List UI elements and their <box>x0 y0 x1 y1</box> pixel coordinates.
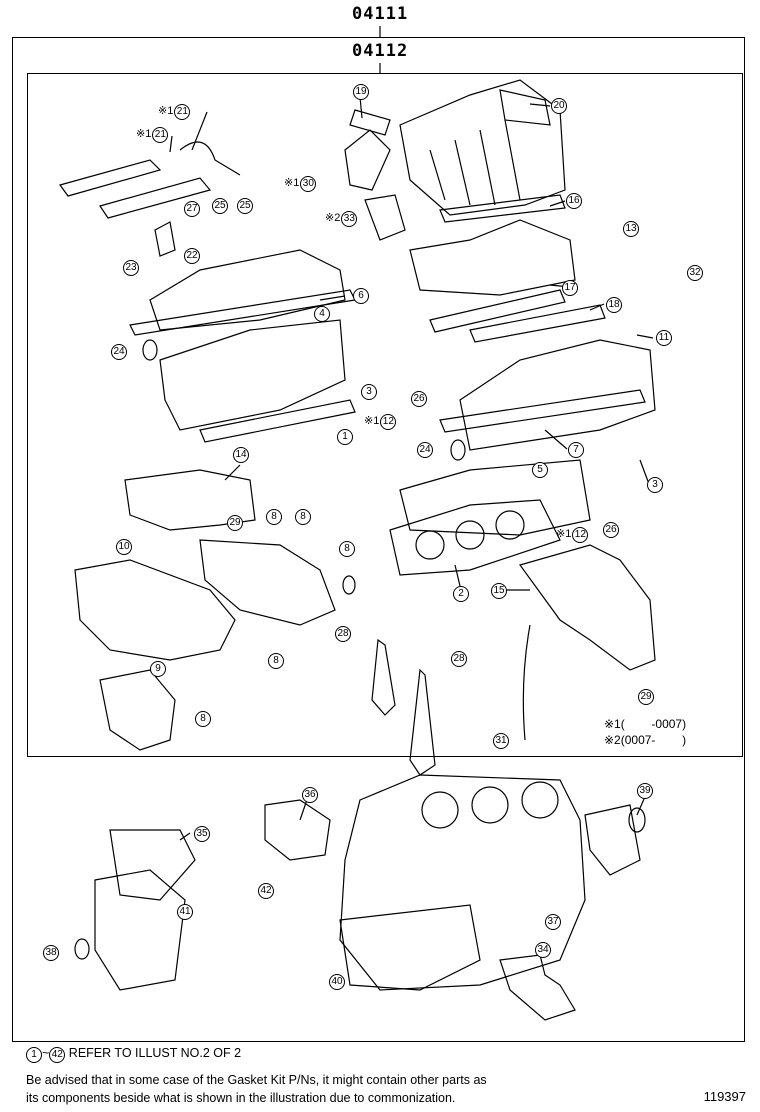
callout-29-b[interactable]: 29 <box>637 688 654 705</box>
commonization-note-line-1: Be advised that in some case of the Gask… <box>26 1073 487 1087</box>
kit-code-04111: 04111 <box>352 4 409 24</box>
callout-35[interactable]: 35 <box>193 825 210 842</box>
callout-15[interactable]: 15 <box>490 582 507 599</box>
callout-41[interactable]: 41 <box>176 903 193 920</box>
callout-7[interactable]: 7 <box>567 441 584 458</box>
callout-4[interactable]: 4 <box>313 305 330 322</box>
callout-31[interactable]: 31 <box>492 732 509 749</box>
callout-26-b[interactable]: 26 <box>602 521 619 538</box>
inner-kit-frame <box>27 73 743 757</box>
callout-1[interactable]: 1 <box>336 428 353 445</box>
callout-37[interactable]: 37 <box>544 913 561 930</box>
callout-8-a[interactable]: 8 <box>265 508 282 525</box>
illustration-number: 119397 <box>703 1089 746 1104</box>
callout-3-b[interactable]: 3 <box>646 476 663 493</box>
callout-24-b[interactable]: 24 <box>416 441 433 458</box>
legend-item-2: ※2(0007- ) <box>604 733 687 747</box>
callout-38[interactable]: 38 <box>42 944 59 961</box>
callout-22[interactable]: 22 <box>183 247 200 264</box>
callout-8-b[interactable]: 8 <box>294 508 311 525</box>
callout-25-a[interactable]: 25 <box>211 197 228 214</box>
callout-11[interactable]: 11 <box>655 329 672 346</box>
callout-25-b[interactable]: 25 <box>236 197 253 214</box>
callout-28-b[interactable]: 28 <box>450 650 467 667</box>
callout-2[interactable]: 2 <box>452 585 469 602</box>
callout-32[interactable]: 32 <box>686 264 703 281</box>
callout-17[interactable]: 17 <box>561 279 578 296</box>
callout-9[interactable]: 9 <box>149 660 166 677</box>
callout-18[interactable]: 18 <box>605 296 622 313</box>
callout-16[interactable]: 16 <box>565 192 582 209</box>
callout-26-a[interactable]: 26 <box>410 390 427 407</box>
commonization-note-line-2: its components beside what is shown in t… <box>26 1091 456 1105</box>
callout-36[interactable]: 36 <box>301 786 318 803</box>
callout-39-a[interactable]: 39 <box>636 782 653 799</box>
legend: ※1( -0007) ※2(0007- ) <box>604 716 686 748</box>
callout-24-a[interactable]: 24 <box>110 343 127 360</box>
callout-6[interactable]: 6 <box>352 287 369 304</box>
callout-27[interactable]: 27 <box>183 200 200 217</box>
callout-20[interactable]: 20 <box>550 97 567 114</box>
callout-23[interactable]: 23 <box>122 259 139 276</box>
callout-29-a[interactable]: 29 <box>226 514 243 531</box>
kit-code-04112: 04112 <box>352 41 409 61</box>
outer-kit-frame <box>12 37 745 1042</box>
callout-28-a[interactable]: 28 <box>334 625 351 642</box>
callout-8-d[interactable]: 8 <box>267 652 284 669</box>
callout-40[interactable]: 40 <box>328 973 345 990</box>
callout-34[interactable]: 34 <box>534 941 551 958</box>
callout-3-a[interactable]: 3 <box>360 383 377 400</box>
callout-19[interactable]: 19 <box>352 83 369 100</box>
range-reference: 1~42 REFER TO ILLUST NO.2 OF 2 <box>26 1046 241 1063</box>
callout-42[interactable]: 42 <box>257 882 274 899</box>
callout-14[interactable]: 14 <box>232 446 249 463</box>
callout-13[interactable]: 13 <box>622 220 639 237</box>
callout-10[interactable]: 10 <box>115 538 132 555</box>
callout-5[interactable]: 5 <box>531 461 548 478</box>
callout-8-c[interactable]: 8 <box>338 540 355 557</box>
legend-item-1: ※1( -0007) <box>604 717 687 731</box>
callout-8-e[interactable]: 8 <box>194 710 211 727</box>
